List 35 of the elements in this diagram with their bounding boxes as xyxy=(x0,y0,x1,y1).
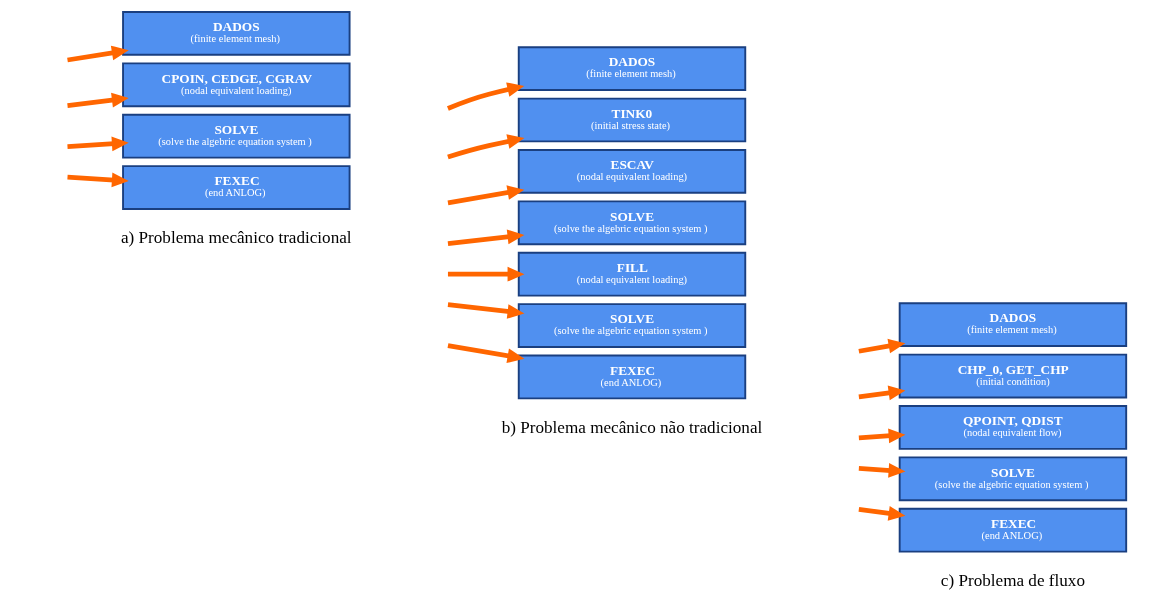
node-box: SOLVE (solve the algebric equation system ) xyxy=(898,456,1127,502)
arrow xyxy=(858,385,905,401)
node-box: DADOS (finite element mesh) xyxy=(121,11,351,56)
arrow xyxy=(66,92,129,109)
node-box: DADOS (finite element mesh) xyxy=(517,46,746,91)
node-box: TINK0 (initial stress state) xyxy=(517,97,746,143)
arrow xyxy=(857,338,905,354)
node-box: FEXEC (end ANLOG) xyxy=(121,165,351,210)
node-box: FEXEC (end ANLOG) xyxy=(898,507,1127,553)
arrow xyxy=(447,343,524,364)
node-box: DADOS (finite element mesh) xyxy=(898,302,1127,347)
arrow xyxy=(66,172,129,188)
arrow xyxy=(447,185,524,206)
arrow xyxy=(858,428,905,444)
label: a) Problema mecânico tradicional xyxy=(120,228,352,248)
label: c) Problema de fluxo xyxy=(940,570,1085,590)
node-box: QPOINT, QDIST (nodal equivalent flow) xyxy=(898,405,1127,450)
node-box: CHP_0, GET_CHP (initial condition) xyxy=(898,353,1127,399)
arrow xyxy=(446,82,524,111)
arrow xyxy=(858,463,905,478)
node-box: FEXEC (end ANLOG) xyxy=(517,354,746,400)
arrow xyxy=(858,506,905,521)
arrow xyxy=(66,45,129,63)
node-box: SOLVE (solve the algebric equation system ) xyxy=(517,200,746,246)
arrow xyxy=(447,302,524,319)
node-box: SOLVE (solve the algebric equation system ) xyxy=(517,303,746,348)
node-box: CPOIN, CEDGE, CGRAV (nodal equivalent loading) xyxy=(121,62,351,108)
arrow xyxy=(66,136,129,152)
arrow xyxy=(447,229,524,247)
node-box: FILL (nodal equivalent loading) xyxy=(517,251,746,297)
label: b) Problema mecânico não tradicional xyxy=(501,417,762,437)
node-box: ESCAV (nodal equivalent loading) xyxy=(517,149,746,194)
arrow xyxy=(447,266,524,282)
arrow xyxy=(446,134,524,160)
node-box: SOLVE (solve the algebric equation system ) xyxy=(121,113,351,159)
